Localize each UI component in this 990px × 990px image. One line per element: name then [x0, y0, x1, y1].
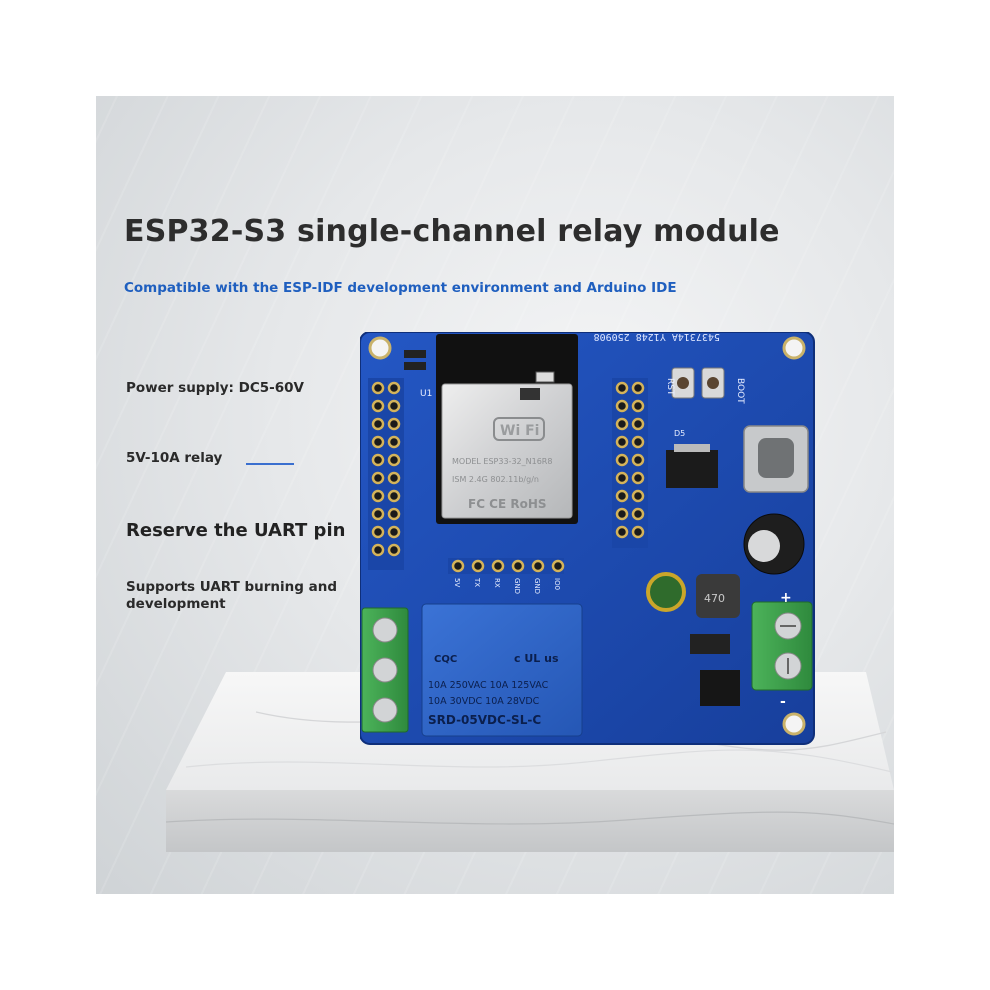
header-pin-hole [451, 559, 465, 573]
wifi-logo: Wi Fi [500, 423, 539, 439]
header-pin-hole [615, 399, 629, 413]
feature-relay: 5V-10A relay [126, 450, 223, 466]
header-pin-hole [371, 489, 385, 503]
relay [421, 603, 583, 737]
module-model: MODEL ESP33-32_N16R8 [452, 457, 552, 466]
uart-pin-label: RX [493, 578, 501, 588]
feature-uart-burning: Supports UART burning and development [126, 579, 338, 612]
uart-pin-label: 5V [453, 578, 461, 587]
header-pin-hole [631, 525, 645, 539]
feature-power-supply: Power supply: DC5-60V [126, 380, 304, 396]
header-pin-hole [615, 471, 629, 485]
relay-cert-left: CQC [434, 654, 457, 665]
product-title: ESP32-S3 single-channel relay module [124, 214, 780, 249]
header-pin-hole [387, 417, 401, 431]
header-pin-hole [471, 559, 485, 573]
feature-uart-pin: Reserve the UART pin [126, 520, 346, 541]
plus-label: + [780, 590, 792, 606]
header-pin-hole [615, 507, 629, 521]
header-pin-hole [371, 381, 385, 395]
header-pin-hole [371, 507, 385, 521]
header-pin-hole [631, 381, 645, 395]
u1-label: U1 [420, 389, 432, 399]
relay-rating-1: 10A 250VAC 10A 125VAC [428, 680, 549, 691]
header-pin-hole [531, 559, 545, 573]
inductor-label: 470 [704, 592, 725, 605]
feature-underline [246, 463, 294, 465]
header-pin-hole [371, 435, 385, 449]
header-pin-hole [371, 471, 385, 485]
header-pin-hole [615, 381, 629, 395]
minus-label: - [780, 694, 786, 710]
header-pin-hole [631, 471, 645, 485]
header-pin-hole [615, 489, 629, 503]
header-pin-hole [387, 453, 401, 467]
header-pin-hole [387, 399, 401, 413]
header-pin-hole [631, 507, 645, 521]
relay-rating-2: 10A 30VDC 10A 28VDC [428, 696, 540, 707]
relay-board: 5437314A_Y1248_250908 U1 Wi Fi MODEL ESP… [360, 332, 815, 745]
product-photo: ESP32-S3 single-channel relay module Com… [96, 96, 894, 894]
header-pin-hole [387, 489, 401, 503]
header-pin-hole [631, 453, 645, 467]
header-pin-hole [371, 399, 385, 413]
uart-pin-label: GND [513, 578, 521, 594]
header-pin-hole [615, 453, 629, 467]
header-pin-hole [371, 453, 385, 467]
header-pin-hole [387, 381, 401, 395]
relay-cert-right: c UL us [514, 652, 559, 665]
header-pin-hole [631, 489, 645, 503]
module-spec: ISM 2.4G 802.11b/g/n [452, 475, 539, 484]
header-pin-hole [631, 435, 645, 449]
serial-number: 5437314A_Y1248_250908 [594, 332, 720, 342]
header-pin-hole [631, 417, 645, 431]
header-pin-hole [615, 435, 629, 449]
header-pin-hole [371, 525, 385, 539]
header-pin-hole [387, 525, 401, 539]
inductor [696, 574, 740, 618]
driver-ic [700, 670, 740, 706]
header-pin-hole [387, 471, 401, 485]
product-subtitle: Compatible with the ESP-IDF development … [124, 280, 677, 296]
header-pin-hole [371, 543, 385, 557]
uart-pin-label: GND [533, 578, 541, 594]
header-pin-hole [387, 543, 401, 557]
header-pin-hole [491, 559, 505, 573]
d5-label: D5 [674, 429, 685, 438]
relay-model: SRD-05VDC-SL-C [428, 713, 541, 727]
header-pin-hole [511, 559, 525, 573]
rst-label: RST [665, 378, 675, 396]
header-pin-hole [631, 399, 645, 413]
uart-pin-label: IO0 [553, 578, 561, 590]
header-pin-hole [615, 417, 629, 431]
header-pin-hole [615, 525, 629, 539]
header-pin-hole [387, 435, 401, 449]
boot-label: BOOT [735, 378, 745, 404]
uart-pin-label: TX [473, 577, 481, 587]
module-cert: FC CE RoHS [468, 497, 547, 511]
header-pin-hole [387, 507, 401, 521]
header-pin-hole [371, 417, 385, 431]
header-pin-hole [551, 559, 565, 573]
